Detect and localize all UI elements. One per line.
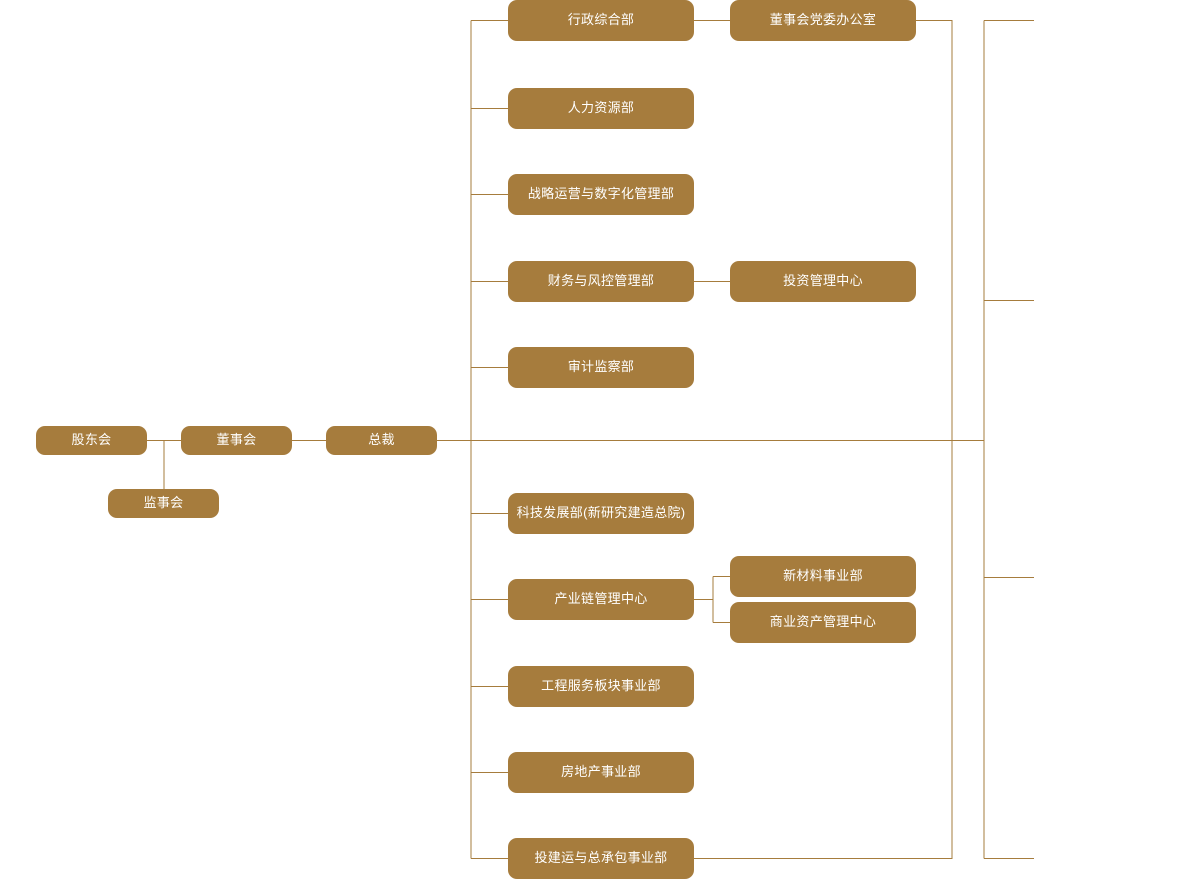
node-subunit-3[interactable]: 商业资产管理中心: [730, 602, 916, 643]
node-department-6[interactable]: 产业链管理中心: [508, 579, 694, 620]
node-shareholders-label: 股东会: [71, 432, 112, 448]
node-department-5[interactable]: 科技发展部(新研究建造总院): [508, 493, 694, 534]
rail-inner-right: [916, 19, 953, 860]
node-department-9[interactable]: 投建运与总承包事业部: [508, 838, 694, 879]
node-subunit-1-label: 投资管理中心: [783, 273, 863, 289]
node-president[interactable]: 总裁: [326, 426, 437, 455]
node-department-8[interactable]: 房地产事业部: [508, 752, 694, 793]
node-department-3[interactable]: 财务与风控管理部: [508, 261, 694, 302]
node-subunit-2[interactable]: 新材料事业部: [730, 556, 916, 597]
node-department-3-label: 财务与风控管理部: [547, 273, 655, 289]
node-subunit-0-label: 董事会党委办公室: [769, 12, 877, 28]
node-department-0[interactable]: 行政综合部: [508, 0, 694, 41]
node-department-1-label: 人力资源部: [567, 100, 635, 116]
node-department-7[interactable]: 工程服务板块事业部: [508, 666, 694, 707]
node-subunit-3-label: 商业资产管理中心: [769, 614, 877, 630]
node-department-4-label: 审计监察部: [567, 359, 635, 375]
node-subunit-0[interactable]: 董事会党委办公室: [730, 0, 916, 41]
node-department-7-label: 工程服务板块事业部: [541, 678, 661, 694]
node-department-6-label: 产业链管理中心: [554, 591, 648, 607]
node-board-of-directors[interactable]: 董事会: [181, 426, 292, 455]
node-department-1[interactable]: 人力资源部: [508, 88, 694, 129]
node-subunit-1[interactable]: 投资管理中心: [730, 261, 916, 302]
node-board-of-supervisors-label: 监事会: [143, 495, 184, 511]
node-board-of-directors-label: 董事会: [216, 432, 257, 448]
node-department-8-label: 房地产事业部: [561, 764, 641, 780]
node-department-2[interactable]: 战略运营与数字化管理部: [508, 174, 694, 215]
node-shareholders[interactable]: 股东会: [36, 426, 147, 455]
node-department-9-label: 投建运与总承包事业部: [534, 850, 668, 866]
node-department-2-label: 战略运营与数字化管理部: [527, 186, 675, 202]
node-board-of-supervisors[interactable]: 监事会: [108, 489, 219, 518]
node-subunit-2-label: 新材料事业部: [783, 568, 863, 584]
node-president-label: 总裁: [368, 432, 395, 448]
node-department-5-label: 科技发展部(新研究建造总院): [516, 505, 686, 521]
node-department-4[interactable]: 审计监察部: [508, 347, 694, 388]
node-department-0-label: 行政综合部: [567, 12, 635, 28]
